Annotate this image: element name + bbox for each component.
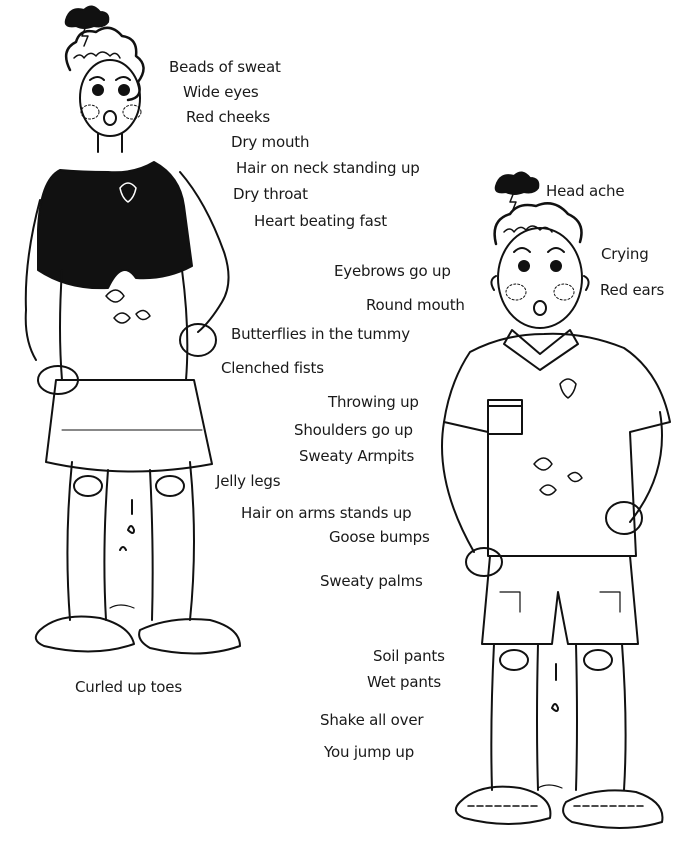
label-beads-of-sweat: Beads of sweat	[169, 58, 281, 76]
label-clenched-fists: Clenched fists	[221, 359, 324, 377]
label-head-ache: Head ache	[546, 182, 624, 200]
label-wet-pants: Wet pants	[367, 673, 441, 691]
label-butterflies: Butterflies in the tummy	[231, 325, 410, 343]
label-hair-on-neck: Hair on neck standing up	[236, 159, 420, 177]
label-soil-pants: Soil pants	[373, 647, 445, 665]
label-wide-eyes: Wide eyes	[183, 83, 259, 101]
label-dry-throat: Dry throat	[233, 185, 308, 203]
label-round-mouth: Round mouth	[366, 296, 465, 314]
label-dry-mouth: Dry mouth	[231, 133, 309, 151]
storm-cloud-icon	[496, 172, 539, 194]
label-red-ears: Red ears	[600, 281, 664, 299]
label-curled-up-toes: Curled up toes	[75, 678, 182, 696]
label-jelly-legs: Jelly legs	[216, 472, 280, 490]
label-heart-beating-fast: Heart beating fast	[254, 212, 387, 230]
label-red-cheeks: Red cheeks	[186, 108, 270, 126]
label-crying: Crying	[601, 245, 649, 263]
label-eyebrows-go-up: Eyebrows go up	[334, 262, 451, 280]
label-goose-bumps: Goose bumps	[329, 528, 430, 546]
label-shoulders-go-up: Shoulders go up	[294, 421, 413, 439]
label-sweaty-palms: Sweaty palms	[320, 572, 423, 590]
label-shake-all-over: Shake all over	[320, 711, 423, 729]
label-you-jump-up: You jump up	[324, 743, 414, 761]
label-sweaty-armpits: Sweaty Armpits	[299, 447, 414, 465]
label-throwing-up: Throwing up	[328, 393, 419, 411]
label-hair-on-arms: Hair on arms stands up	[241, 504, 411, 522]
